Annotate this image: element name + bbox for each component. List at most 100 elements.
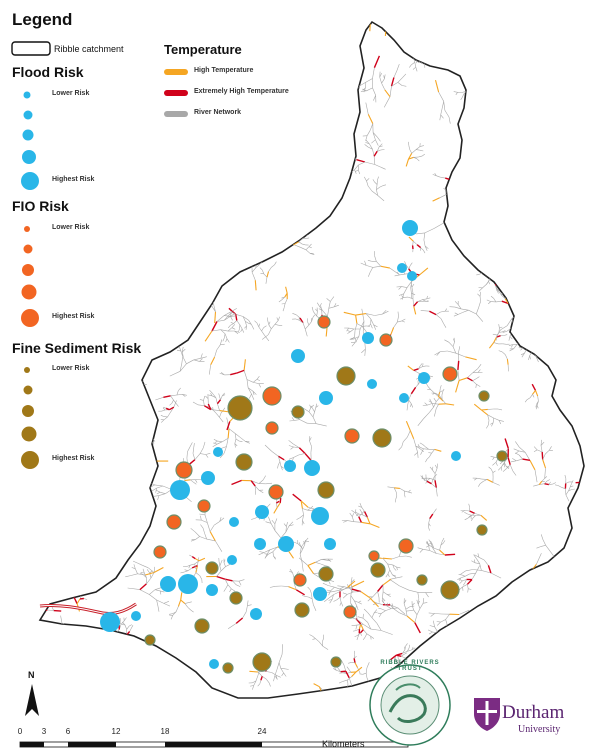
- river-segment: [237, 26, 242, 31]
- river-segment: [77, 33, 82, 36]
- river-segment: [495, 462, 498, 466]
- river-segment: [472, 368, 478, 373]
- river-segment: [381, 610, 386, 614]
- river-segment: [486, 192, 492, 196]
- river-segment: [141, 473, 144, 479]
- river-segment: [440, 108, 443, 115]
- river-segment: [405, 609, 408, 617]
- river-segment: [340, 148, 348, 154]
- river-segment: [59, 635, 66, 642]
- river-segment: [295, 589, 305, 596]
- river-segment: [160, 672, 163, 677]
- river-segment: [479, 563, 482, 571]
- river-segment: [210, 393, 213, 396]
- river-segment: [466, 579, 473, 585]
- river-segment: [307, 561, 316, 567]
- river-segment: [302, 243, 306, 246]
- river-segment: [372, 179, 375, 183]
- river-segment: [457, 304, 462, 310]
- river-segment: [271, 231, 277, 237]
- river-segment: [527, 581, 529, 590]
- river-segment: [480, 199, 489, 202]
- river-segment: [40, 231, 44, 233]
- river-segment: [411, 149, 417, 154]
- river-segment: [187, 303, 195, 309]
- river-segment: [299, 514, 304, 518]
- river-segment: [422, 299, 426, 302]
- river-segment: [141, 229, 143, 233]
- river-segment: [470, 199, 481, 202]
- river-segment: [490, 273, 498, 280]
- river-segment: [432, 174, 437, 176]
- river-segment: [101, 252, 108, 256]
- river-segment: [130, 156, 135, 161]
- river-segment: [494, 140, 500, 145]
- river-segment: [372, 132, 376, 140]
- river-segment: [275, 225, 281, 228]
- river-segment: [299, 200, 302, 207]
- river-segment: [476, 558, 480, 564]
- river-segment: [200, 291, 203, 295]
- river-segment: [396, 271, 400, 276]
- river-segment: [243, 138, 250, 146]
- river-segment: [466, 638, 470, 643]
- river-segment: [484, 644, 489, 649]
- river-segment: [514, 658, 520, 661]
- river-segment: [128, 36, 131, 40]
- river-segment: [528, 163, 534, 169]
- river-segment: [157, 240, 163, 248]
- river-segment: [386, 22, 390, 23]
- river-segment: [88, 34, 91, 40]
- river-segment: [107, 481, 111, 486]
- river-segment: [574, 310, 580, 315]
- river-segment: [167, 412, 171, 418]
- river-segment: [132, 560, 138, 564]
- river-segment: [397, 607, 406, 615]
- river-segment: [472, 99, 474, 104]
- river-segment: [204, 514, 208, 523]
- river-segment: [193, 255, 197, 258]
- river-segment: [550, 311, 558, 313]
- river-segment: [544, 467, 546, 479]
- river-segment: [256, 187, 268, 195]
- river-segment: [420, 42, 424, 45]
- risk-marker: [175, 461, 193, 479]
- river-segment: [398, 659, 400, 665]
- river-segment: [281, 296, 285, 299]
- river-segment: [356, 619, 364, 625]
- river-segment: [231, 479, 242, 486]
- river-segment: [423, 32, 427, 38]
- sediment-highest-label: Highest Risk: [52, 455, 95, 462]
- river-segment: [60, 628, 63, 634]
- river-segment: [568, 154, 571, 159]
- river-segment: [140, 462, 149, 464]
- river-segment: [482, 269, 486, 273]
- river-segment: [177, 219, 181, 226]
- river-segment: [438, 396, 444, 402]
- river-segment: [425, 477, 428, 482]
- river-segment: [141, 647, 149, 654]
- river-segment: [289, 420, 295, 422]
- river-segment: [310, 405, 313, 409]
- river-segment: [128, 121, 132, 124]
- river-segment: [156, 42, 164, 50]
- river-segment: [541, 451, 544, 460]
- river-segment: [514, 452, 520, 456]
- river-segment: [300, 247, 307, 251]
- river-segment: [378, 613, 382, 618]
- river-segment: [435, 397, 440, 402]
- river-segment: [186, 359, 194, 365]
- river-segment: [399, 488, 405, 492]
- river-segment: [278, 654, 283, 663]
- river-segment: [307, 508, 311, 511]
- river-segment: [195, 292, 199, 297]
- river-segment: [551, 244, 556, 249]
- river-segment: [216, 315, 225, 322]
- risk-marker: [344, 428, 360, 444]
- river-segment: [203, 400, 205, 406]
- river-segment: [387, 563, 393, 566]
- river-segment: [410, 387, 417, 395]
- river-segment: [230, 316, 233, 321]
- river-segment: [190, 132, 192, 138]
- river-segment: [554, 242, 559, 249]
